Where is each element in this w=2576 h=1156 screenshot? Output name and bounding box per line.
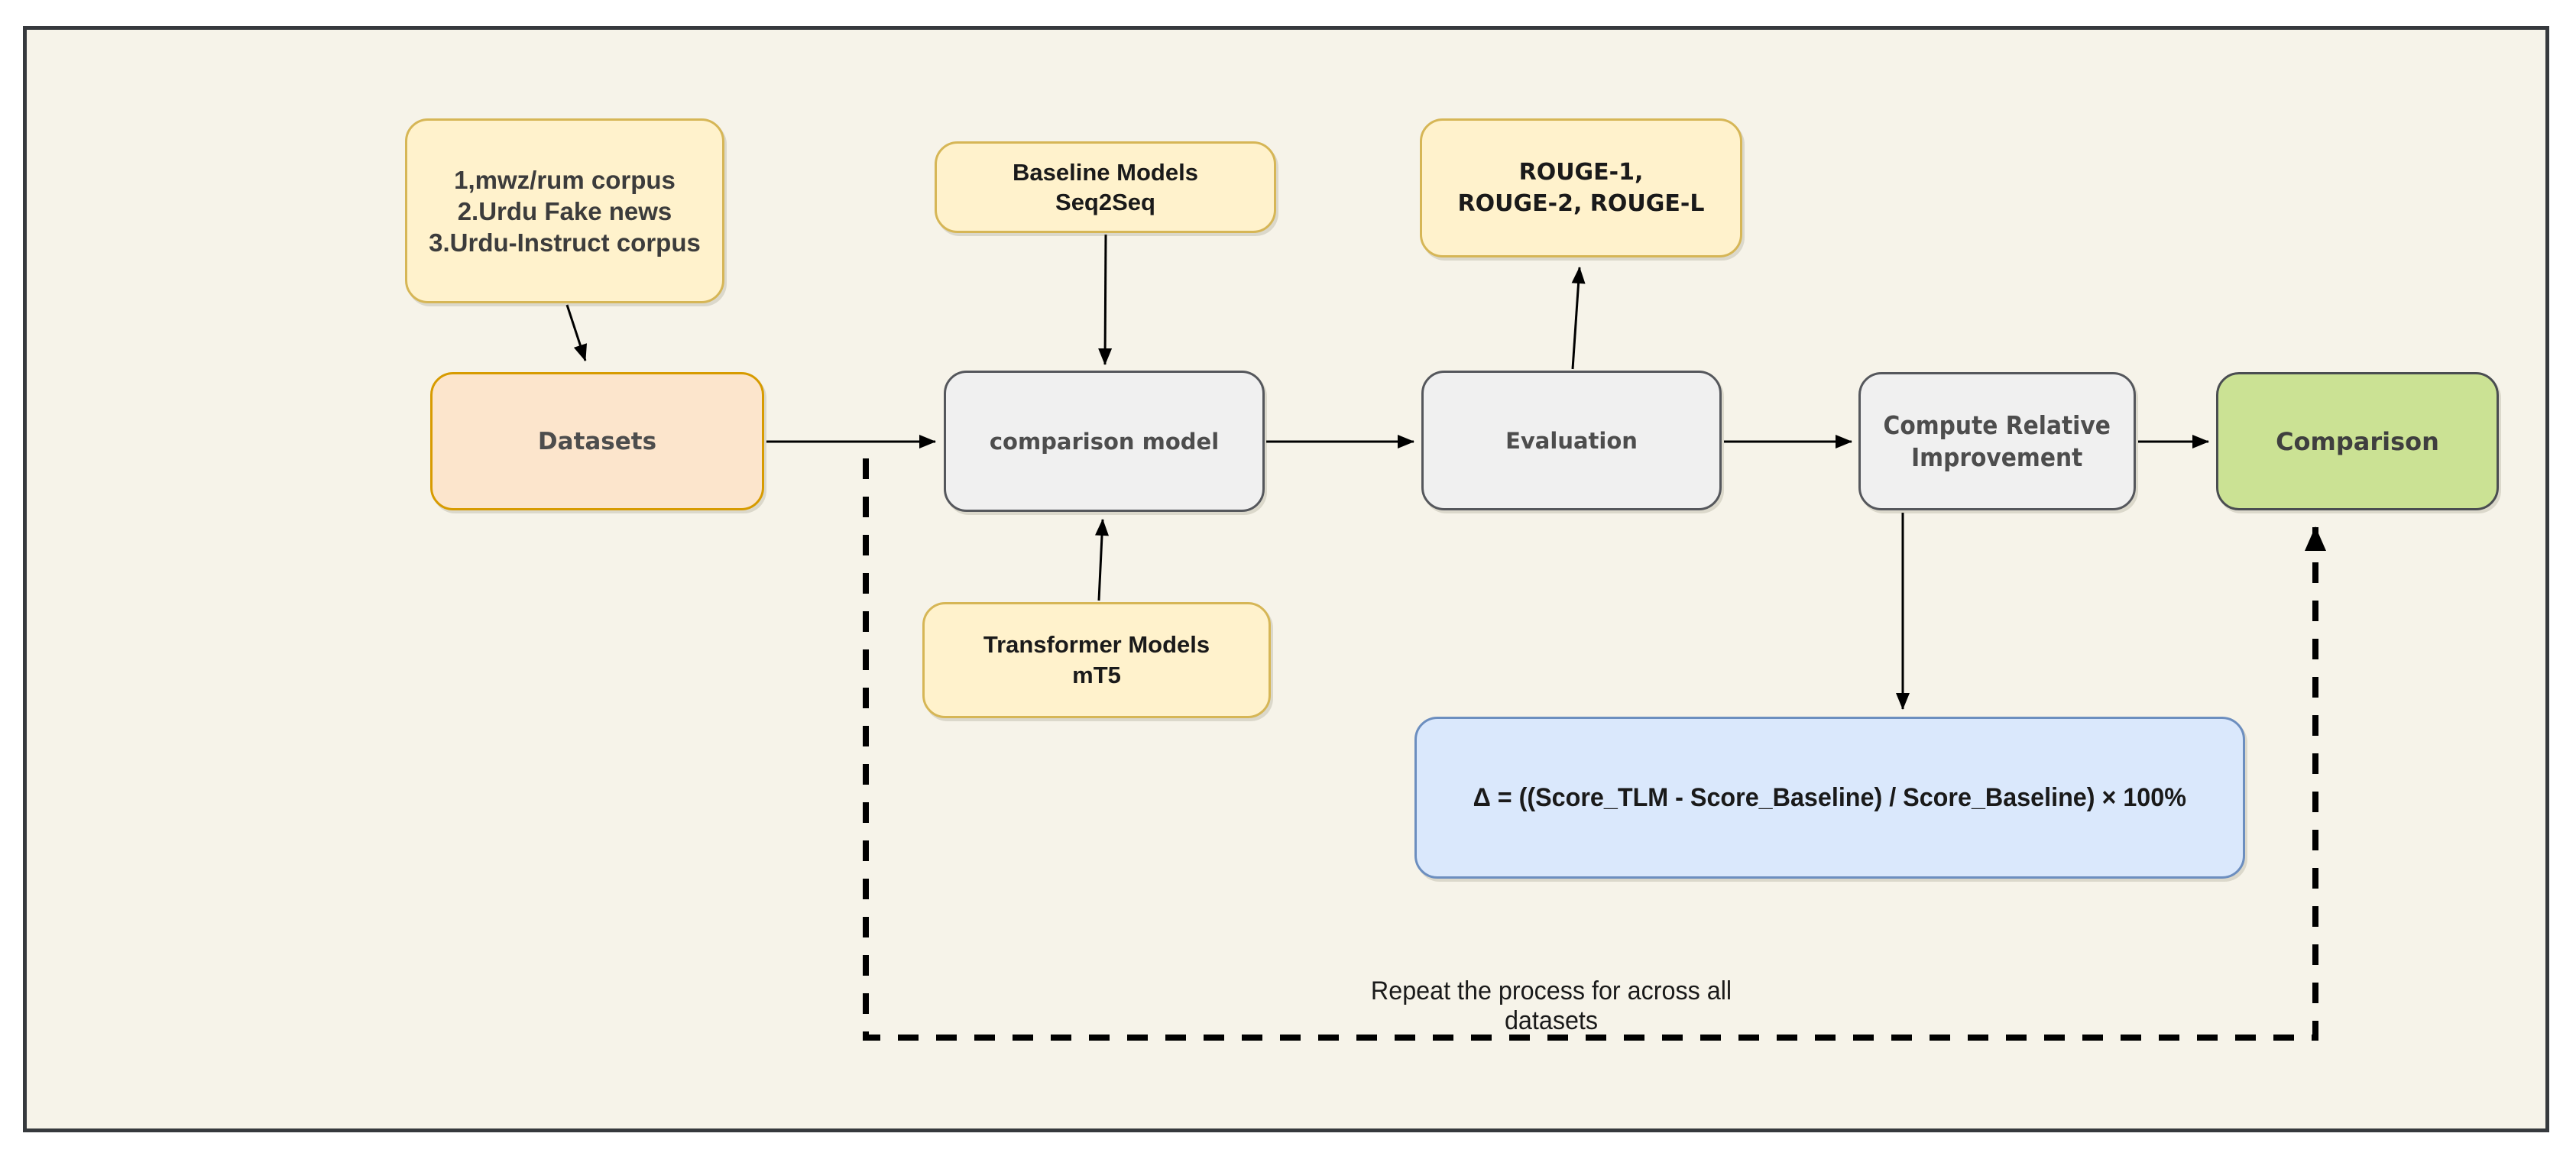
delta-formula-label: Δ = ((Score_TLM - Score_Baseline) / Scor… <box>1473 782 2187 812</box>
node-corpus-list: 1,mwz/rum corpus 2.Urdu Fake news 3.Urdu… <box>405 118 724 303</box>
node-delta-formula: Δ = ((Score_TLM - Score_Baseline) / Scor… <box>1414 717 2245 879</box>
node-rouge-metrics: ROUGE-1, ROUGE-2, ROUGE-L <box>1420 118 1742 257</box>
baseline-models-label: Baseline Models Seq2Seq <box>1013 159 1198 215</box>
diagram-frame <box>23 26 2549 1132</box>
node-comparison-model: comparison model <box>944 371 1265 512</box>
node-compute-relative-improvement: Compute Relative Improvement <box>1858 372 2136 510</box>
evaluation-label: Evaluation <box>1505 427 1638 454</box>
comparison-model-label: comparison model <box>989 428 1220 455</box>
datasets-label: Datasets <box>537 427 657 455</box>
node-baseline-models: Baseline Models Seq2Seq <box>935 141 1276 233</box>
node-evaluation: Evaluation <box>1421 371 1722 510</box>
compute-relative-improvement-label: Compute Relative Improvement <box>1883 410 2111 472</box>
transformer-models-label: Transformer Models mT5 <box>983 631 1210 688</box>
node-datasets: Datasets <box>430 372 764 510</box>
comparison-label: Comparison <box>2276 426 2439 456</box>
node-transformer-models: Transformer Models mT5 <box>922 602 1271 718</box>
node-comparison: Comparison <box>2216 372 2499 510</box>
loop-repeat-label: Repeat the process for across all datase… <box>1370 976 1732 1035</box>
corpus-list-label: 1,mwz/rum corpus 2.Urdu Fake news 3.Urdu… <box>429 165 701 257</box>
rouge-metrics-label: ROUGE-1, ROUGE-2, ROUGE-L <box>1457 159 1705 217</box>
